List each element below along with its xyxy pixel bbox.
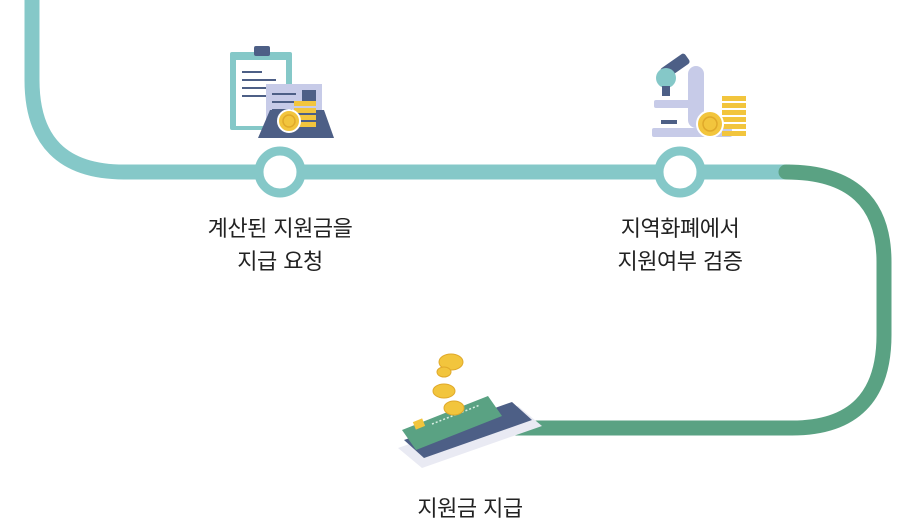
microscope-coins-icon bbox=[652, 53, 746, 138]
step-node-1 bbox=[254, 146, 306, 198]
step-1-label-line-2: 지급 요청 bbox=[237, 250, 323, 275]
step-1-label: 계산된 지원금을 지급 요청 bbox=[140, 213, 420, 279]
card-coins-icon bbox=[398, 353, 542, 468]
step-node-2 bbox=[654, 146, 706, 198]
step-3-label-line-1: 지원금 지급 bbox=[417, 497, 523, 522]
flow-path-green bbox=[492, 164, 892, 436]
clipboard-documents-coin-icon bbox=[230, 46, 334, 138]
step-2-label-line-2: 지원여부 검증 bbox=[617, 250, 743, 275]
step-3-label: 지원금 지급 bbox=[330, 493, 610, 526]
step-1-label-line-1: 계산된 지원금을 bbox=[207, 217, 353, 242]
flow-path-teal bbox=[24, 0, 790, 180]
step-2-label: 지역화폐에서 지원여부 검증 bbox=[540, 213, 820, 279]
step-2-label-line-1: 지역화폐에서 bbox=[620, 217, 740, 242]
